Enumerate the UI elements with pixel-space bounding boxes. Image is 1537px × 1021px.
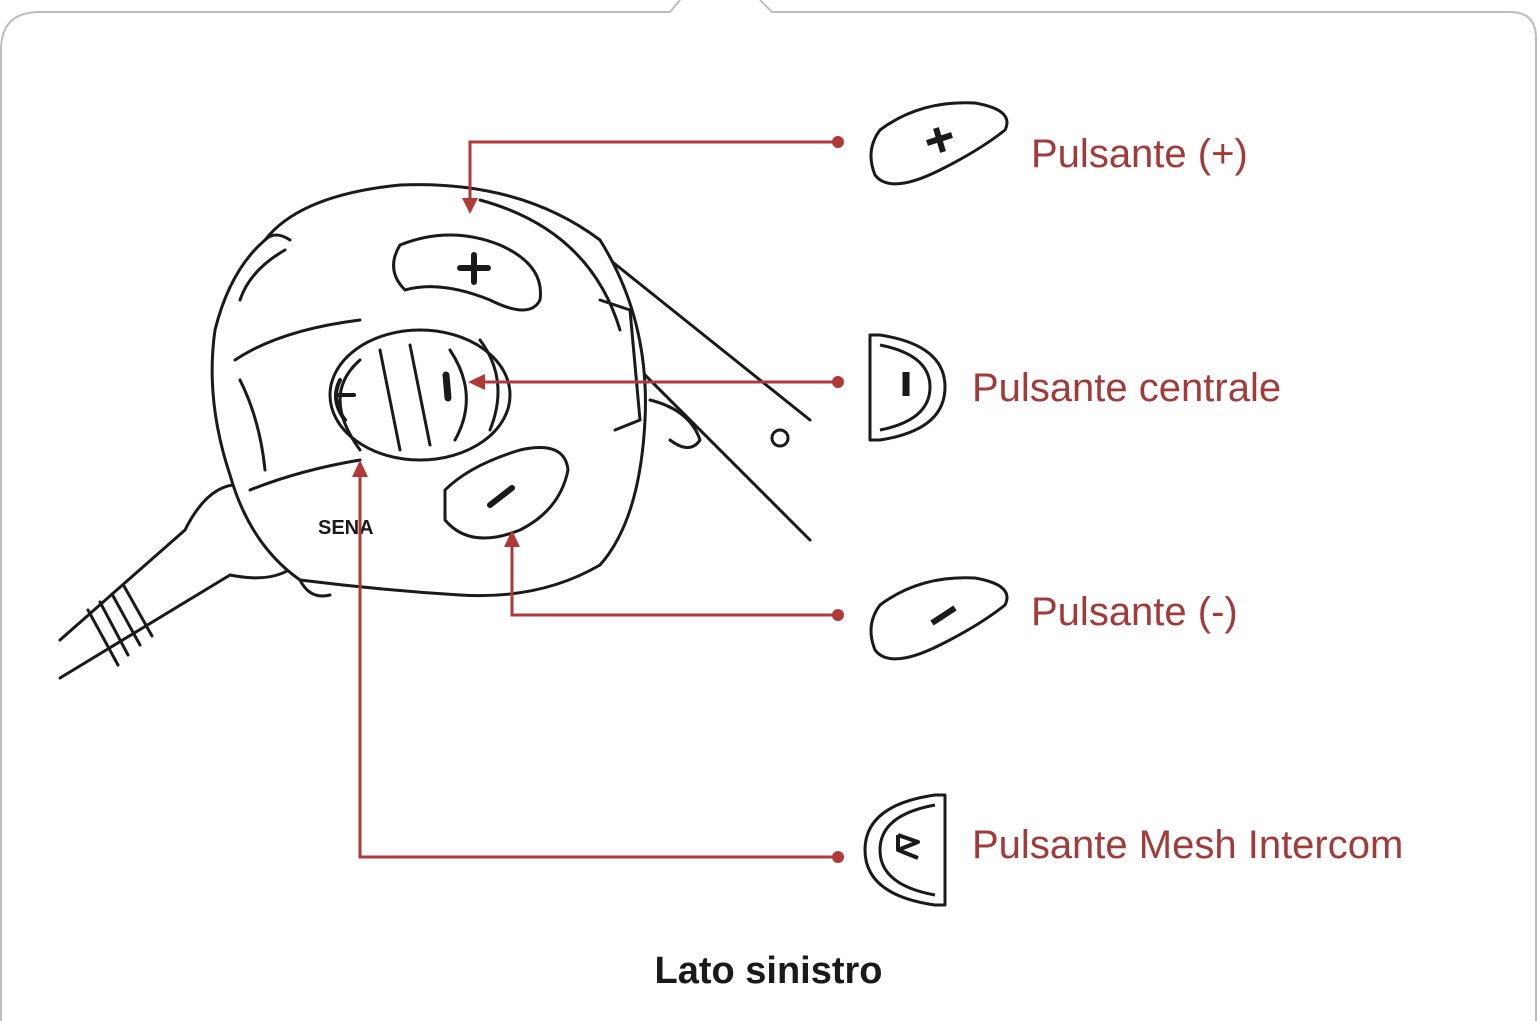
callout-minus-button: Pulsante (-) xyxy=(1031,592,1238,632)
leader-center-dot xyxy=(832,376,844,388)
leader-minus-dot xyxy=(832,609,844,621)
callout-mesh-intercom-button: Pulsante Mesh Intercom xyxy=(972,825,1403,865)
callout-center-button: Pulsante centrale xyxy=(972,368,1281,408)
plus-button-icon xyxy=(871,103,1007,184)
minus-button-icon xyxy=(871,578,1007,659)
mesh-intercom-button-icon xyxy=(865,795,945,905)
leader-mesh-dot xyxy=(832,851,844,863)
headset-device: SENA xyxy=(60,185,810,678)
device-center-cluster xyxy=(330,330,510,460)
center-button-icon xyxy=(870,335,945,440)
callout-plus-button: Pulsante (+) xyxy=(1031,134,1248,174)
leader-plus xyxy=(470,142,838,200)
device-brand: SENA xyxy=(318,517,374,539)
figure-caption: Lato sinistro xyxy=(0,952,1537,990)
leader-plus-dot xyxy=(832,136,844,148)
